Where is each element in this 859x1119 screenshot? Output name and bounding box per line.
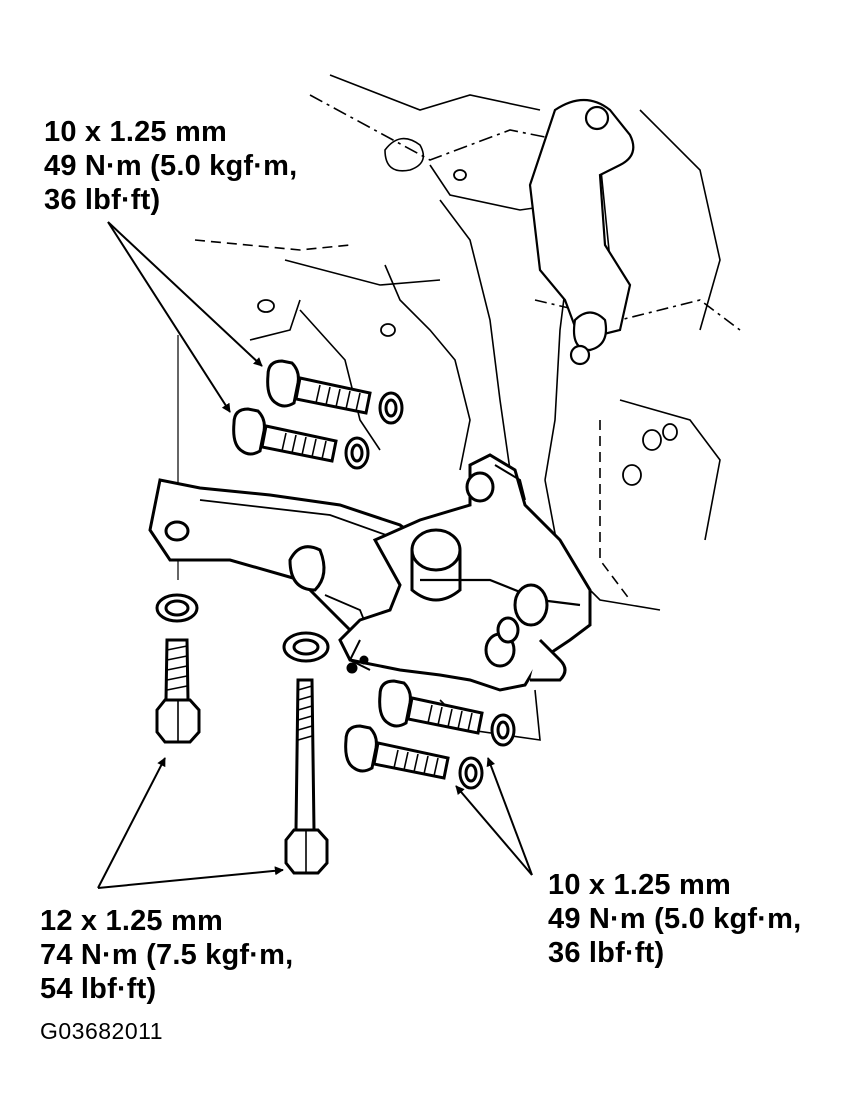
lower-long-bolt xyxy=(282,631,330,875)
torque-lbf-text: 54 lbf·ft) xyxy=(40,973,157,1005)
stabilizer-link xyxy=(528,98,635,366)
upper-bolt-1 xyxy=(266,359,404,425)
bolt-size-text: 10 x 1.25 mm xyxy=(44,116,227,148)
bolt-size-text: 10 x 1.25 mm xyxy=(548,869,731,901)
torque-nm-text: 49 N·m (5.0 kgf·m, xyxy=(44,150,298,182)
torque-lbf-text: 36 lbf·ft) xyxy=(44,184,161,216)
torque-callout-top: 10 x 1.25 mm 49 N·m (5.0 kgf·m, 36 lbf·f… xyxy=(44,115,297,217)
torque-callout-bottom-left: 12 x 1.25 mm 74 N·m (7.5 kgf·m, 54 lbf·f… xyxy=(40,904,293,1006)
torque-lbf-text: 36 lbf·ft) xyxy=(548,937,665,969)
upper-bolt-2 xyxy=(232,407,370,470)
torque-nm-text: 49 N·m (5.0 kgf·m, xyxy=(548,903,802,935)
callout-leaders xyxy=(97,221,533,889)
background-holes xyxy=(257,169,678,486)
figure-code: G03682011 xyxy=(40,1018,164,1044)
lower-right-bolt-1 xyxy=(378,679,516,747)
torque-callout-bottom-right: 10 x 1.25 mm 49 N·m (5.0 kgf·m, 36 lbf·f… xyxy=(548,868,801,970)
torque-nm-text: 74 N·m (7.5 kgf·m, xyxy=(40,939,294,971)
engine-mount xyxy=(338,453,592,692)
lower-left-short-bolt xyxy=(155,593,201,744)
lower-right-bolt-2 xyxy=(344,724,484,790)
bolt-size-text: 12 x 1.25 mm xyxy=(40,905,223,937)
